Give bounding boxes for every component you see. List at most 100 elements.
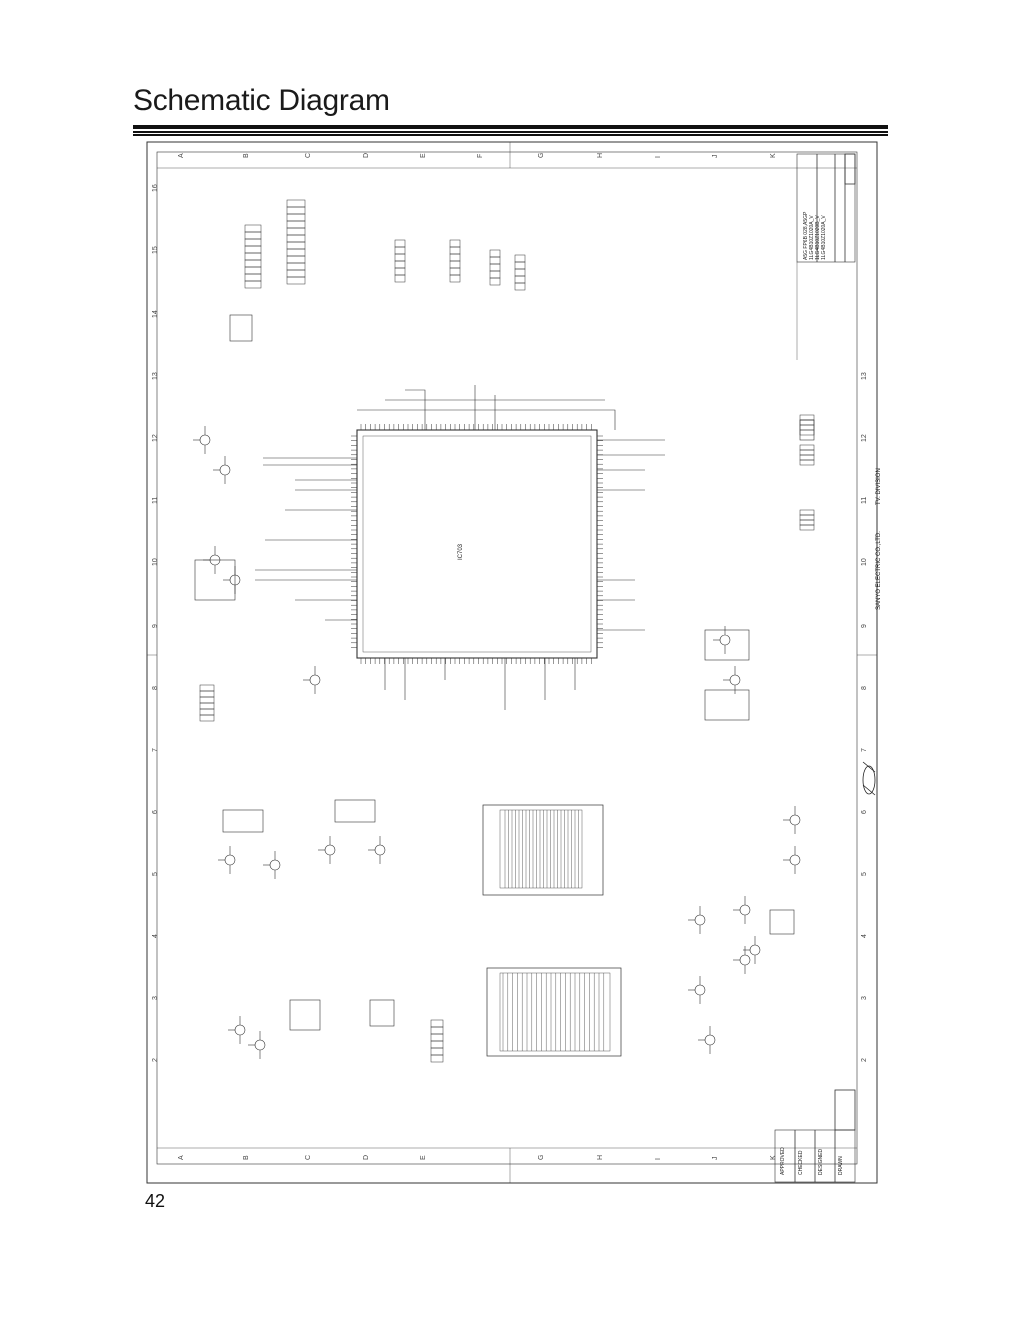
component-block bbox=[222, 809, 264, 833]
transistor-symbol bbox=[694, 914, 706, 926]
connector-cell bbox=[286, 262, 306, 271]
connector-cell bbox=[244, 231, 262, 240]
connector-cell bbox=[244, 238, 262, 247]
connector-cell bbox=[244, 252, 262, 261]
transistor-symbol bbox=[729, 674, 741, 686]
transistor-symbol bbox=[324, 844, 336, 856]
connector-cell bbox=[394, 239, 406, 248]
connector-cell bbox=[244, 273, 262, 282]
connector-cell bbox=[286, 213, 306, 222]
connector-cell bbox=[799, 444, 815, 451]
connector-cell bbox=[286, 269, 306, 278]
component-block bbox=[334, 799, 376, 823]
transistor-symbol bbox=[749, 944, 761, 956]
component-block bbox=[704, 629, 750, 661]
transistor-symbol bbox=[234, 1024, 246, 1036]
connector-cell bbox=[489, 277, 501, 286]
transistor-symbol bbox=[694, 984, 706, 996]
connector-cell bbox=[244, 245, 262, 254]
connector-cell bbox=[799, 424, 815, 431]
component-block bbox=[289, 999, 321, 1031]
connector-cell bbox=[799, 509, 815, 516]
connector-cell bbox=[430, 1033, 444, 1042]
connector-cell bbox=[449, 274, 461, 283]
connector-cell bbox=[394, 246, 406, 255]
page-title: Schematic Diagram bbox=[133, 84, 390, 117]
connector-cell bbox=[799, 524, 815, 531]
page-number: 42 bbox=[145, 1191, 166, 1211]
component-block bbox=[799, 419, 815, 441]
transistor-symbol bbox=[269, 859, 281, 871]
connector-cell bbox=[199, 708, 215, 716]
connector-cell bbox=[286, 276, 306, 285]
connector-cell bbox=[286, 241, 306, 250]
component-block bbox=[704, 689, 750, 721]
connector-cell bbox=[286, 255, 306, 264]
connector-cell bbox=[394, 274, 406, 283]
connector-cell bbox=[449, 246, 461, 255]
connector-cell bbox=[244, 280, 262, 289]
connector-cell bbox=[199, 696, 215, 704]
connector-cell bbox=[489, 256, 501, 265]
connector-cell bbox=[449, 260, 461, 269]
transistor-symbol bbox=[704, 1034, 716, 1046]
connector-cell bbox=[286, 220, 306, 229]
transistor-symbol bbox=[789, 814, 801, 826]
connector-cell bbox=[449, 267, 461, 276]
transistor-symbol bbox=[219, 464, 231, 476]
transistor-symbol bbox=[224, 854, 236, 866]
connector-cell bbox=[430, 1047, 444, 1056]
connector-cell bbox=[449, 253, 461, 262]
connector-cell bbox=[514, 254, 526, 263]
connector-cell bbox=[799, 454, 815, 461]
component-block bbox=[194, 559, 236, 601]
transistor-symbol bbox=[374, 844, 386, 856]
connector-cell bbox=[394, 260, 406, 269]
connector-cell bbox=[430, 1026, 444, 1035]
connector-cell bbox=[430, 1054, 444, 1063]
connector-cell bbox=[199, 714, 215, 722]
connector-cell bbox=[514, 268, 526, 277]
connector-cell bbox=[199, 690, 215, 698]
connector-cell bbox=[799, 414, 815, 421]
connector-cell bbox=[489, 249, 501, 258]
connector-cell bbox=[489, 263, 501, 272]
connector-cell bbox=[199, 684, 215, 692]
title-rule-thin-2 bbox=[133, 134, 888, 136]
connector-cell bbox=[394, 267, 406, 276]
connector-cell bbox=[514, 261, 526, 270]
transistor-symbol bbox=[739, 954, 751, 966]
transistor-symbol bbox=[199, 434, 211, 446]
connector-cell bbox=[430, 1019, 444, 1028]
component-block bbox=[229, 314, 253, 342]
connector-cell bbox=[799, 519, 815, 526]
connector-cell bbox=[286, 234, 306, 243]
connector-cell bbox=[799, 429, 815, 436]
connector-cell bbox=[286, 248, 306, 257]
connector-cell bbox=[286, 199, 306, 208]
connector-cell bbox=[244, 266, 262, 275]
connector-cell bbox=[244, 259, 262, 268]
connector-cell bbox=[449, 239, 461, 248]
connector-cell bbox=[394, 253, 406, 262]
connector-cell bbox=[799, 459, 815, 466]
connector-cell bbox=[430, 1040, 444, 1049]
connector-cell bbox=[489, 270, 501, 279]
connector-cell bbox=[514, 282, 526, 291]
connector-cell bbox=[799, 419, 815, 426]
title-rule-thick bbox=[133, 125, 888, 129]
connector-cell bbox=[799, 514, 815, 521]
connector-cell bbox=[514, 275, 526, 284]
transistor-symbol bbox=[719, 634, 731, 646]
connector-cell bbox=[199, 702, 215, 710]
connector-cell bbox=[799, 449, 815, 456]
transistor-symbol bbox=[739, 904, 751, 916]
schematic-drawing bbox=[146, 141, 878, 1184]
component-block bbox=[369, 999, 395, 1027]
connector-cell bbox=[286, 206, 306, 215]
transistor-symbol bbox=[254, 1039, 266, 1051]
title-rule-thin bbox=[133, 131, 888, 133]
connector-cell bbox=[244, 224, 262, 233]
transistor-symbol bbox=[309, 674, 321, 686]
connector-cell bbox=[286, 227, 306, 236]
